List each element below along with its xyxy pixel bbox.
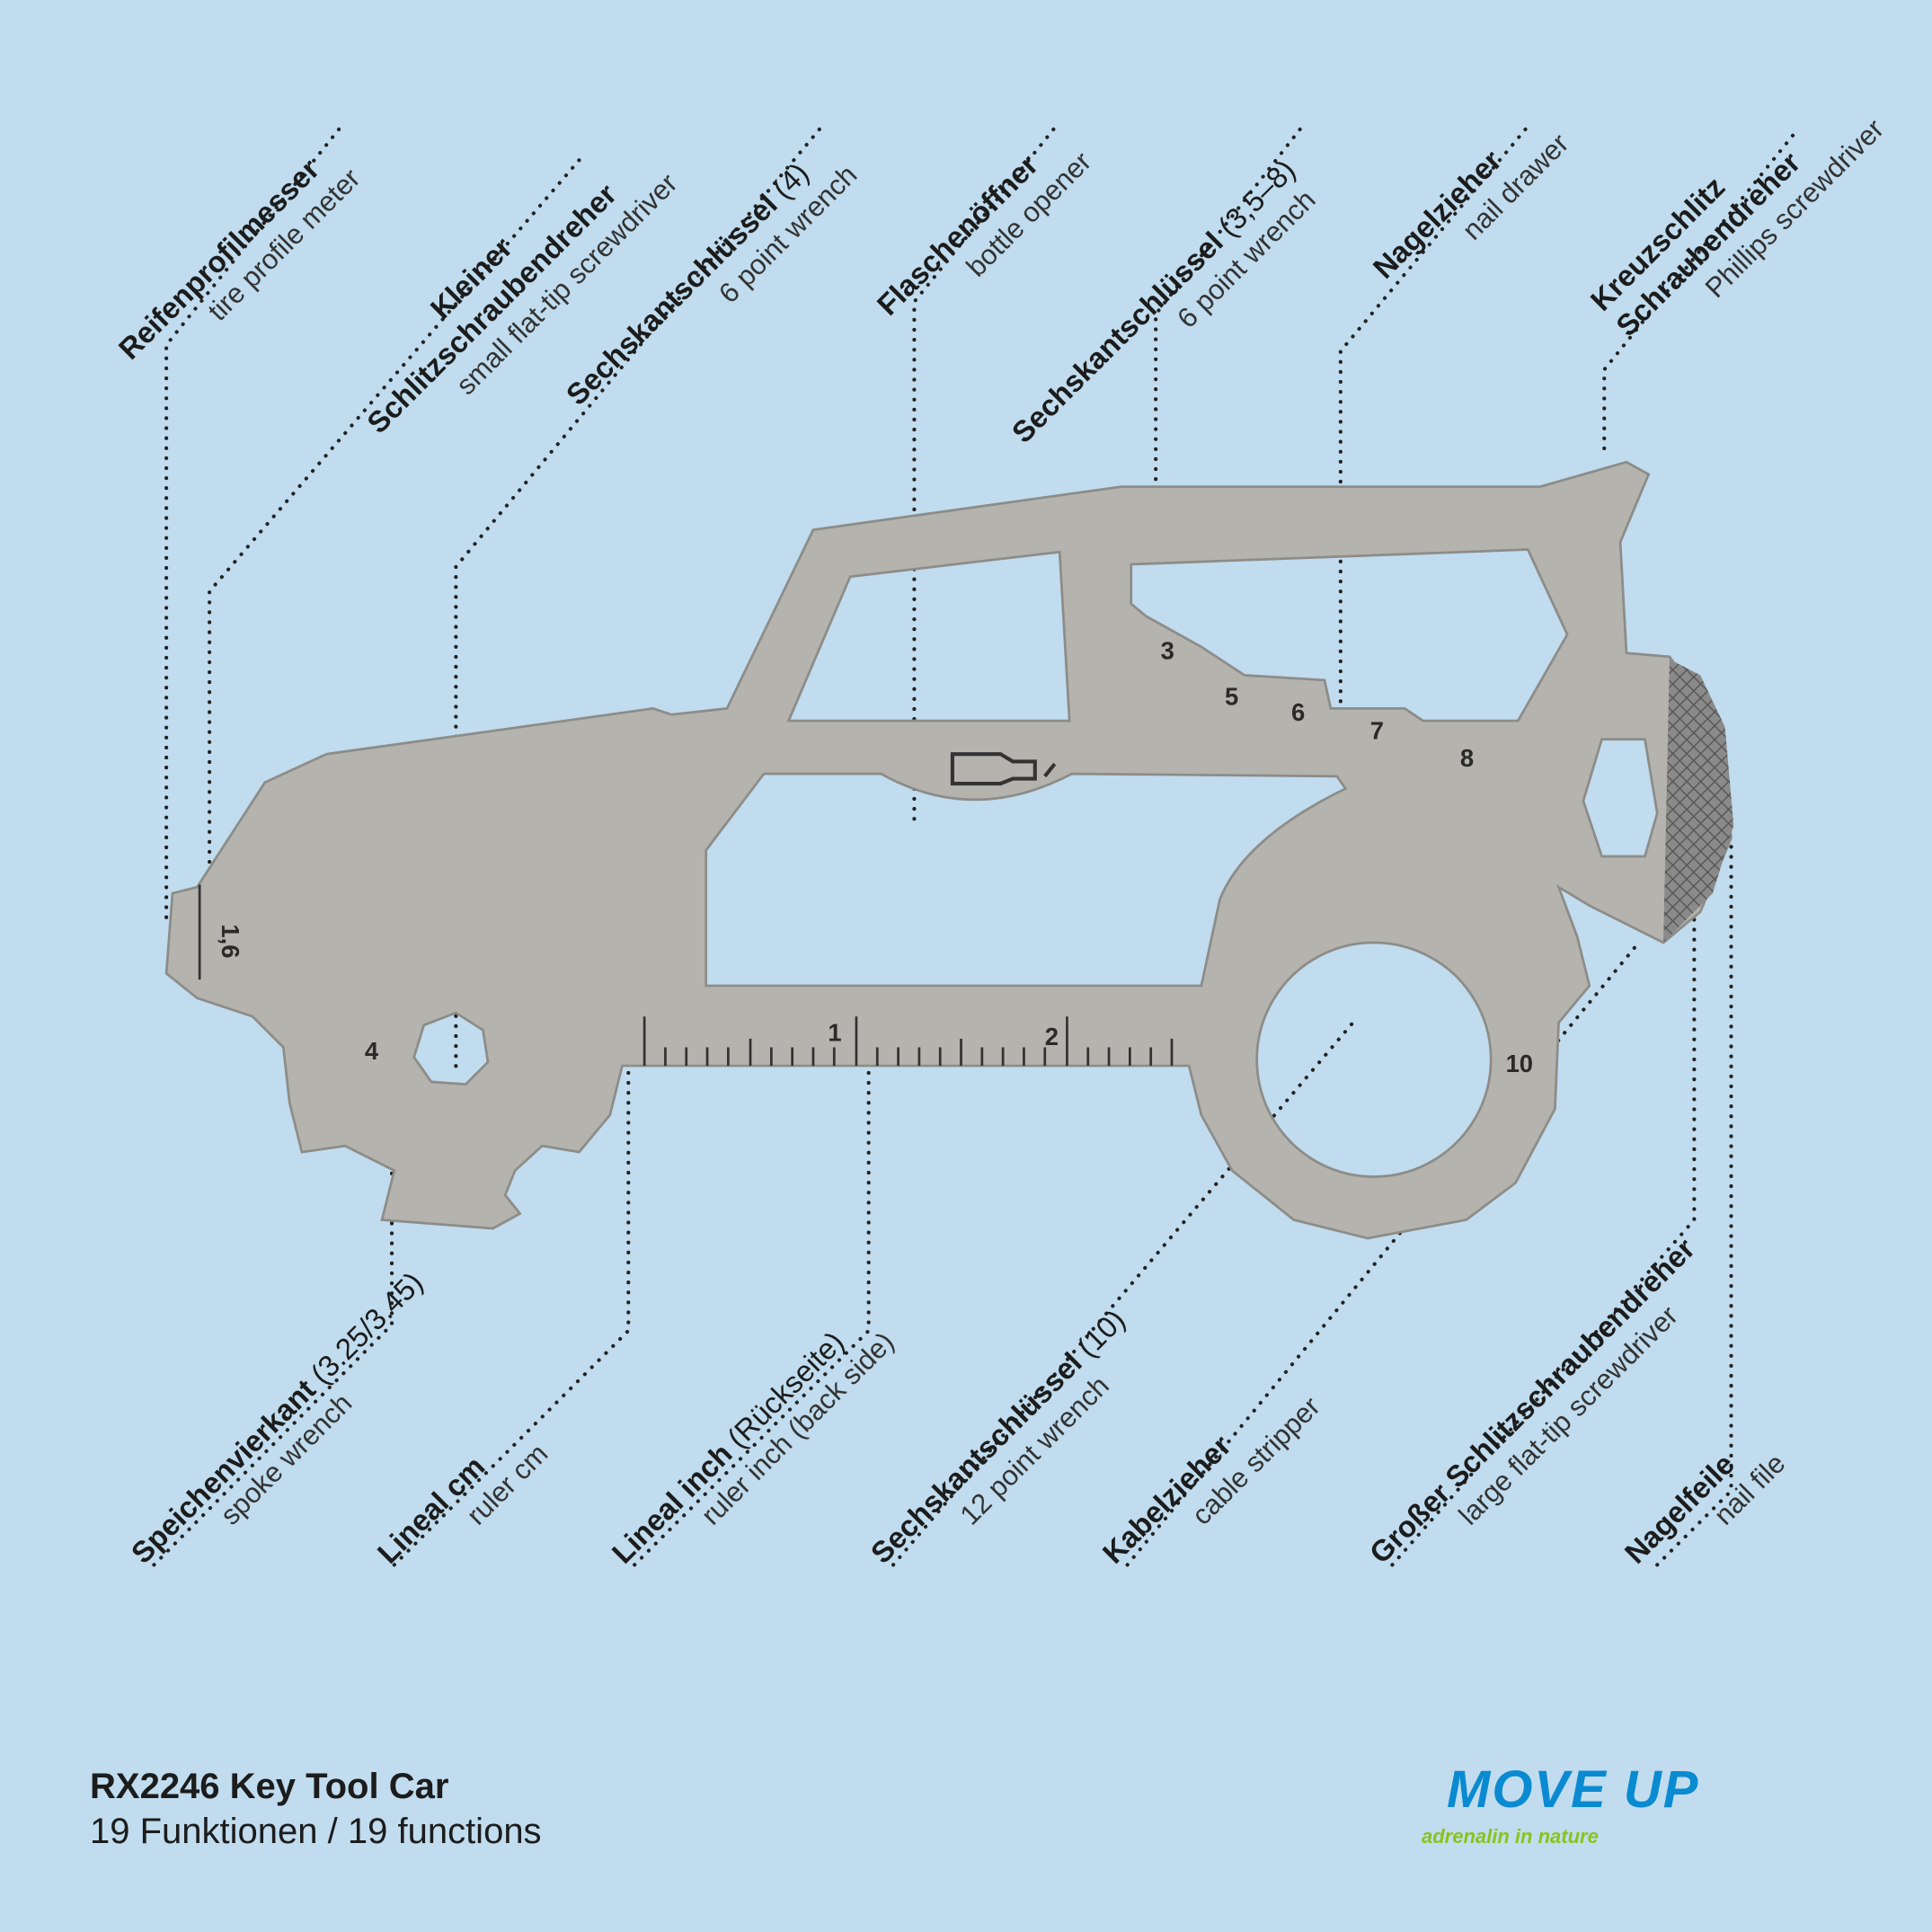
hex5-marking: 5: [1225, 682, 1238, 710]
car-tool-body: 1,6 4 3 5 6 7 8 10 1 2: [164, 460, 1734, 1240]
bottle-icon: [950, 752, 1057, 786]
logo-wordmark: MOVE UP: [1447, 1760, 1700, 1819]
tire-gauge-marking: 1,6: [217, 924, 244, 958]
logo-tagline: adrenalin in nature: [1422, 1825, 1599, 1848]
product-subtitle: 19 Funktionen / 19 functions: [90, 1812, 542, 1851]
hex10-marking: 10: [1506, 1050, 1533, 1077]
hex8-marking: 8: [1460, 744, 1474, 772]
ruler-1-marking: 1: [828, 1019, 841, 1047]
ruler-2-marking: 2: [1045, 1023, 1059, 1050]
product-info: RX2246 Key Tool Car 19 Funktionen / 19 f…: [90, 1764, 542, 1854]
hex7-marking: 7: [1370, 717, 1384, 745]
moveup-logo: MOVE UP adrenalin in nature: [1411, 1761, 1842, 1860]
hex3-marking: 3: [1161, 637, 1174, 665]
hex4-marking: 4: [365, 1037, 379, 1065]
leader-lines: [152, 127, 1795, 1567]
ruler-ticks: [198, 884, 1174, 1067]
hex6-marking: 6: [1291, 698, 1305, 726]
nail-file-texture: [1663, 659, 1734, 943]
product-title: RX2246 Key Tool Car: [90, 1767, 449, 1806]
